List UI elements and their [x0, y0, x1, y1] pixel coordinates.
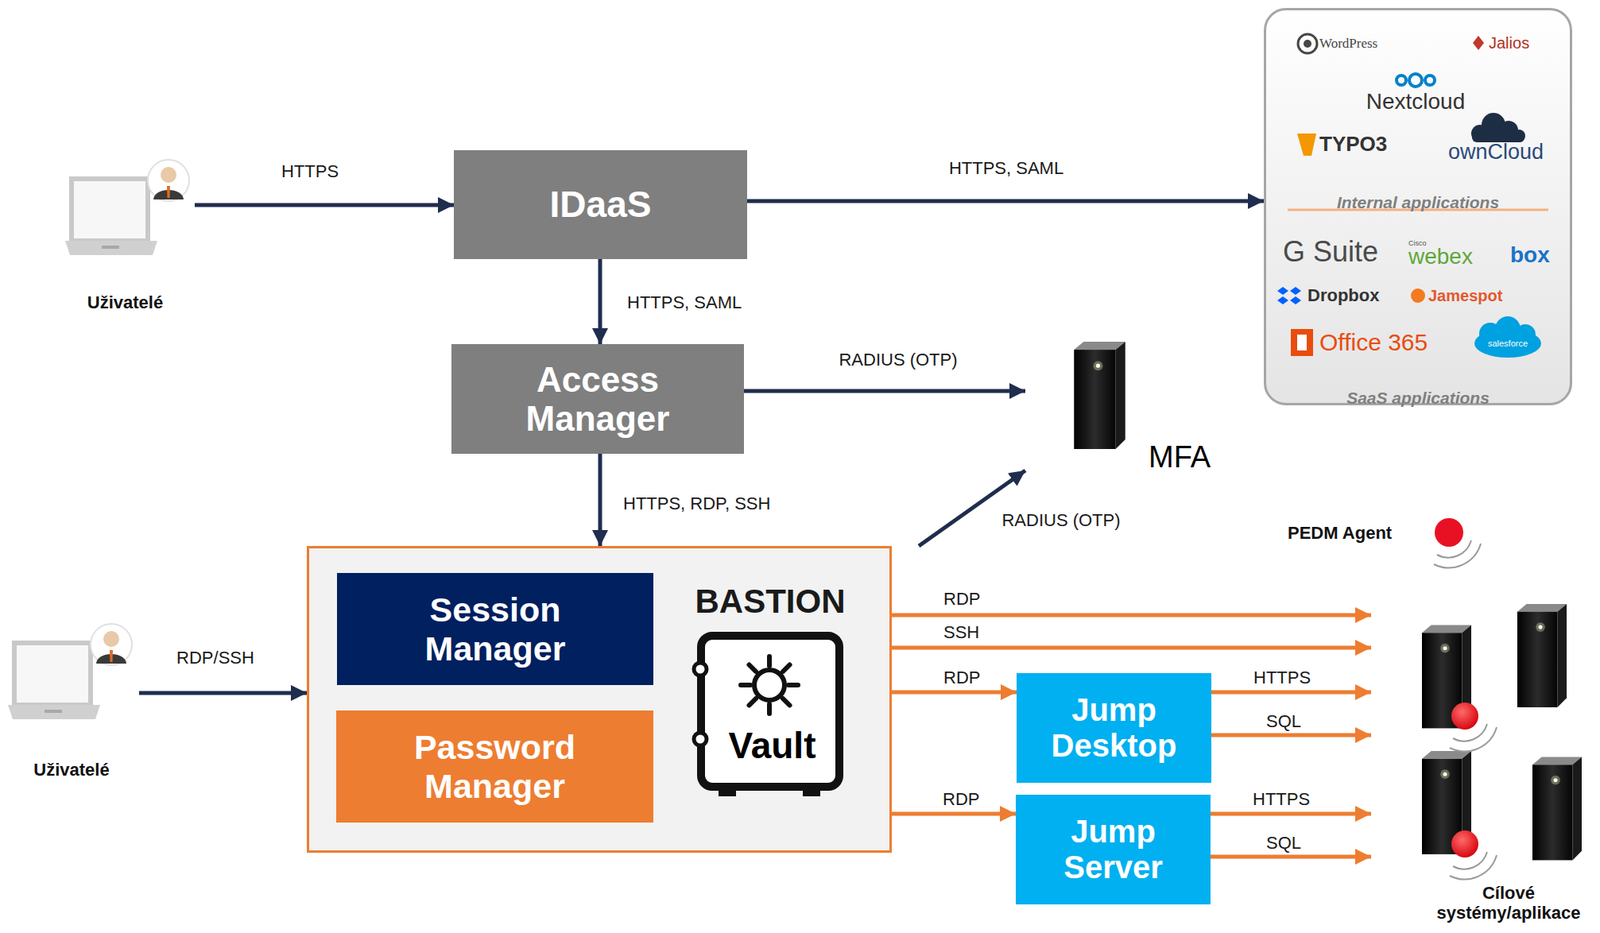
owncloud-logo: [1471, 112, 1526, 143]
bastion-box: BASTION Session ManagerPassword Manager Va…: [306, 546, 892, 853]
laptop-icon: [65, 159, 190, 256]
nextcloud-logo: [1396, 73, 1435, 87]
logo-name: Dropbox: [1307, 285, 1380, 306]
connector-label: RDP: [941, 588, 983, 610]
bastion-ground: [306, 546, 892, 853]
user-laptop: Uživatelé: [3, 615, 140, 787]
connector-label: RDP: [941, 667, 983, 689]
pedm-agent-dot: [1451, 702, 1479, 730]
connector-arrow: [1211, 733, 1372, 738]
office-logo: [1290, 329, 1314, 357]
node-label: Internal applications: [1266, 192, 1570, 213]
connector-arrow: [1210, 855, 1372, 860]
connector-label: HTTPS: [1250, 789, 1313, 810]
connector-arrow: [1210, 812, 1372, 817]
logo-name: Jamespot: [1428, 286, 1503, 306]
node-label: Access Manager: [486, 360, 709, 439]
jump-server-box: Jump Server: [1015, 794, 1211, 905]
signal-waves: [1433, 540, 1497, 880]
logo-name: webex: [1408, 244, 1473, 270]
legend-text: PEDM Agent: [1287, 523, 1392, 544]
server-icon: [1517, 604, 1567, 708]
wordpress-logo: [1297, 34, 1318, 54]
logo-name: Office 365: [1319, 329, 1428, 357]
office-logo: [1297, 334, 1307, 351]
connector-arrow: [598, 453, 603, 547]
jump-desktop-box: Jump Desktop: [1016, 673, 1212, 783]
connector-label: SSH: [941, 622, 982, 644]
logo-name: WordPress: [1319, 35, 1378, 52]
connector-label: RDP: [940, 789, 982, 810]
connector-arrow: [194, 203, 454, 208]
logo-name: box: [1510, 242, 1550, 268]
connector-label: SQL: [1263, 711, 1304, 733]
connector-arrow: [1211, 690, 1372, 695]
connector-arrow: [139, 691, 307, 696]
pedm-agent-dot: [1451, 830, 1479, 858]
logo-name: Nextcloud: [1366, 89, 1466, 115]
server-icon: [1073, 341, 1125, 450]
connector-label: HTTPS, RDP, SSH: [620, 493, 773, 515]
connector-label: RADIUS (OTP): [836, 349, 960, 371]
wordpress-logo: [1303, 39, 1312, 48]
connector-arrow: [747, 199, 1264, 204]
node-label: SaaS applications: [1266, 387, 1570, 408]
access-manager-box: Access Manager: [451, 344, 744, 454]
connector-label: RDP/SSH: [174, 647, 257, 669]
dropbox-logo: [1277, 286, 1302, 305]
connector-label: HTTPS: [278, 161, 341, 183]
connector-arrow: [891, 812, 1016, 817]
node-label: BASTION: [674, 581, 866, 622]
legend-entry: PEDM Agent: [1287, 521, 1471, 551]
connector-label: HTTPS, SAML: [624, 292, 744, 314]
logo-name: TYPO3: [1319, 132, 1387, 157]
logo-name: G Suite: [1282, 235, 1379, 268]
node-label: Vault: [699, 724, 845, 768]
node-label: Uživatelé: [55, 292, 195, 314]
legend-swatch: [1434, 518, 1464, 547]
connector-arrow: [598, 259, 603, 345]
user-laptop: Uživatelé: [55, 151, 195, 318]
logo-name: salesforce: [1487, 338, 1528, 349]
node-label: Password Manager: [379, 728, 611, 805]
session-manager-box: Session Manager: [337, 573, 654, 686]
mfa-server: MFA: [1025, 337, 1232, 477]
idaas-box: IDaaS: [453, 150, 748, 260]
connector-arrow: [891, 690, 1017, 695]
node-label: IDaaS: [550, 184, 652, 226]
salesforce-logo: [1474, 316, 1542, 358]
password-manager-box: Password Manager: [336, 710, 654, 823]
laptop-icon: [7, 623, 132, 720]
vault-safe-icon: [693, 635, 840, 797]
typo3-logo: [1297, 133, 1317, 156]
connector-arrow: [891, 613, 1372, 618]
node-label: Session Manager: [387, 590, 603, 667]
node-label: MFA: [1148, 439, 1229, 477]
connector-arrow: [743, 389, 1026, 394]
logo-name: Jalios: [1488, 34, 1530, 53]
connector-arrow: [891, 646, 1372, 651]
node-label: Jump Server: [1027, 813, 1199, 886]
panel-ground: [1263, 7, 1573, 406]
server-icon: [1532, 757, 1582, 861]
connector-arrow: [918, 470, 1026, 547]
node-label: Jump Desktop: [1028, 692, 1200, 764]
jamespot-logo: [1410, 288, 1426, 303]
node-label: Uživatelé: [3, 759, 140, 781]
target-systems: Cílové systémy/aplikace: [1371, 592, 1597, 930]
connector-label: SQL: [1263, 832, 1304, 854]
connector-label: RADIUS (OTP): [999, 510, 1123, 531]
connector-label: HTTPS, SAML: [946, 158, 1066, 179]
jalios-logo: [1472, 35, 1484, 51]
logo-name: ownCloud: [1448, 139, 1544, 165]
connector-label: HTTPS: [1251, 667, 1314, 689]
node-label: Cílové systémy/aplikace: [1429, 883, 1589, 924]
vault-box: Vault: [699, 635, 845, 799]
